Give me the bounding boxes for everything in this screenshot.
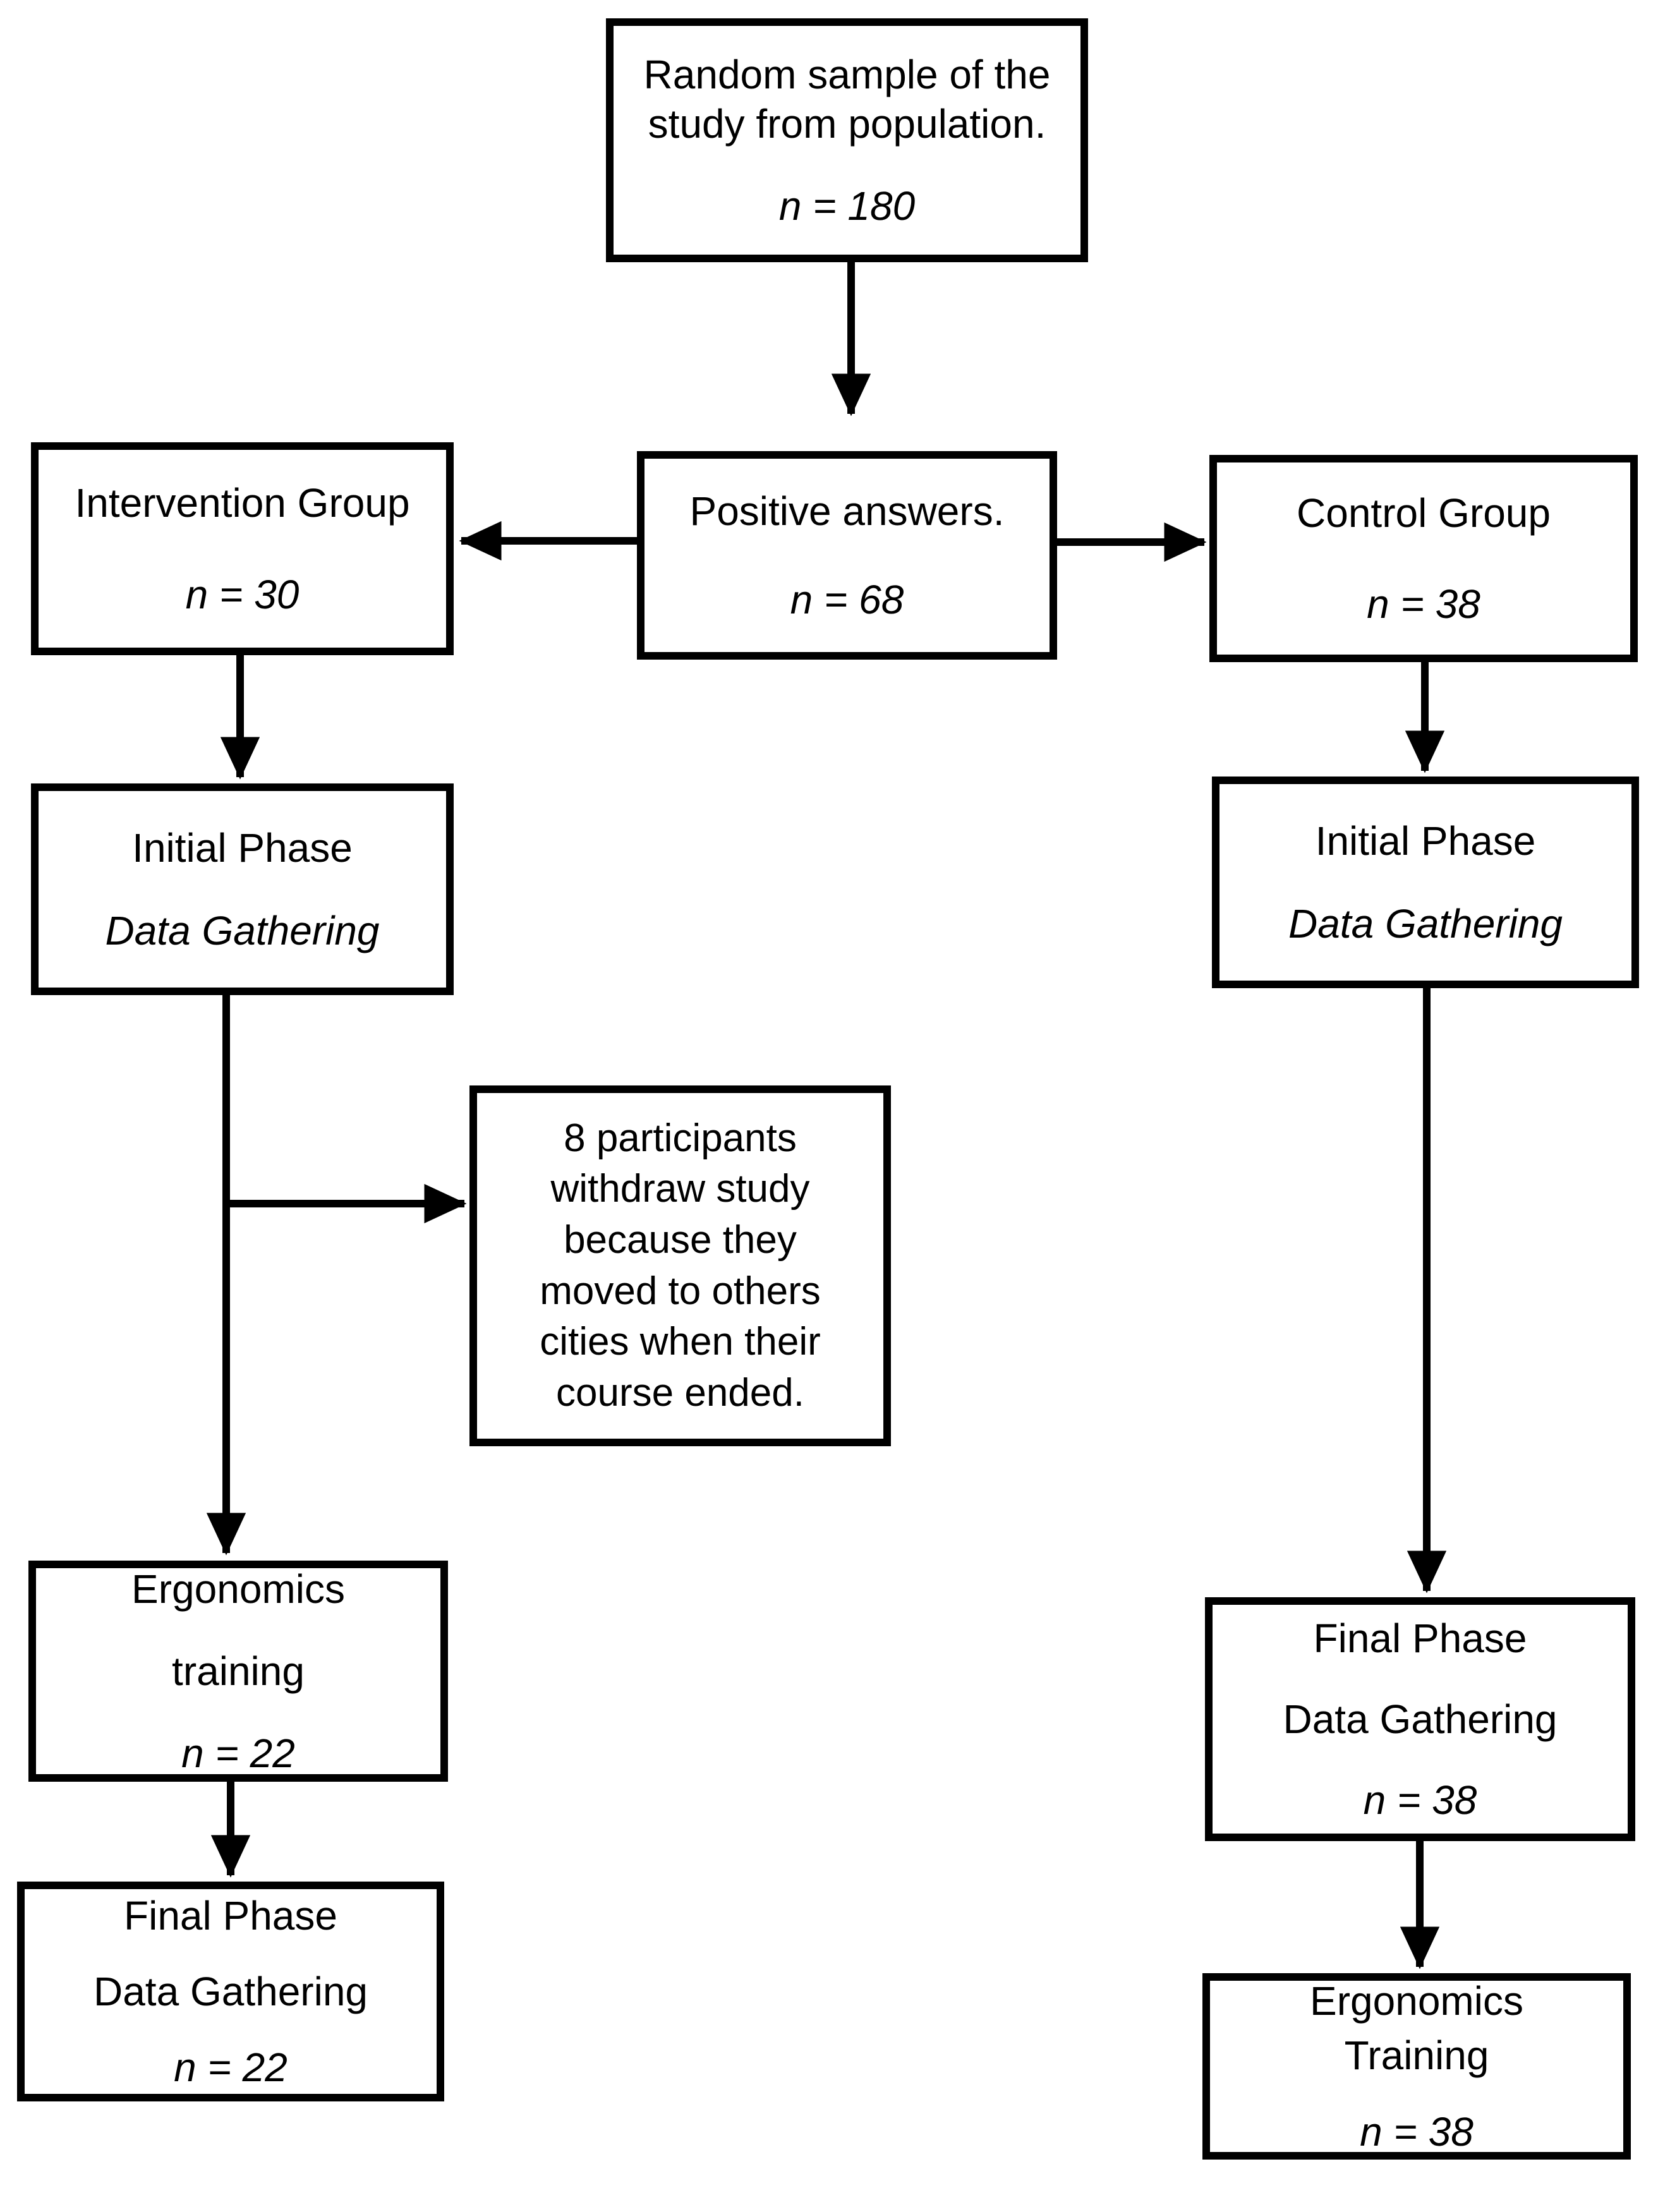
final-phase-left-title: Final Phase (124, 1892, 337, 1938)
withdraw-note-text: 8 participants withdraw study because th… (540, 1116, 821, 1415)
positive-answers-title: Positive answers. (689, 488, 1005, 534)
ergonomics-left-line2: training (172, 1648, 305, 1694)
node-initial-phase-intervention: Initial Phase Data Gathering (31, 783, 454, 995)
node-control-group: Control Group n = 38 (1209, 455, 1638, 662)
intervention-group-n-count: n = 30 (185, 571, 300, 617)
node-random-sample: Random sample of the study from populati… (606, 18, 1088, 262)
node-ergonomics-training-intervention: Ergonomics training n = 22 (28, 1561, 448, 1782)
initial-phase-left-title: Initial Phase (132, 825, 353, 871)
ergonomics-right-line2: Training (1344, 2033, 1489, 2079)
ergonomics-left-line1: Ergonomics (131, 1566, 345, 1612)
control-group-n-count: n = 38 (1367, 581, 1480, 627)
control-group-title: Control Group (1297, 490, 1551, 536)
final-phase-left-subtitle: Data Gathering (93, 1968, 368, 2014)
ergonomics-right-line1: Ergonomics (1310, 1978, 1523, 2024)
node-initial-phase-control: Initial Phase Data Gathering (1212, 777, 1639, 988)
node-withdraw-note: 8 participants withdraw study because th… (469, 1085, 891, 1446)
initial-phase-right-title: Initial Phase (1315, 818, 1536, 864)
random-sample-n-count: n = 180 (778, 183, 916, 229)
node-intervention-group: Intervention Group n = 30 (31, 442, 454, 655)
node-final-phase-intervention: Final Phase Data Gathering n = 22 (17, 1882, 444, 2101)
positive-answers-n-count: n = 68 (790, 577, 904, 622)
initial-phase-left-subtitle: Data Gathering (105, 907, 380, 953)
node-positive-answers: Positive answers. n = 68 (637, 451, 1057, 660)
final-phase-left-n-count: n = 22 (174, 2045, 287, 2091)
final-phase-right-n-count: n = 38 (1363, 1777, 1477, 1823)
ergonomics-left-n-count: n = 22 (181, 1731, 295, 1777)
node-final-phase-control: Final Phase Data Gathering n = 38 (1205, 1597, 1635, 1841)
random-sample-title: Random sample of the study from populati… (643, 51, 1051, 147)
intervention-group-title: Intervention Group (75, 480, 410, 526)
final-phase-right-title: Final Phase (1313, 1615, 1527, 1661)
final-phase-right-subtitle: Data Gathering (1283, 1696, 1558, 1742)
node-ergonomics-training-control: Ergonomics Training n = 38 (1202, 1973, 1631, 2160)
ergonomics-right-n-count: n = 38 (1360, 2108, 1473, 2155)
initial-phase-right-subtitle: Data Gathering (1288, 900, 1563, 946)
